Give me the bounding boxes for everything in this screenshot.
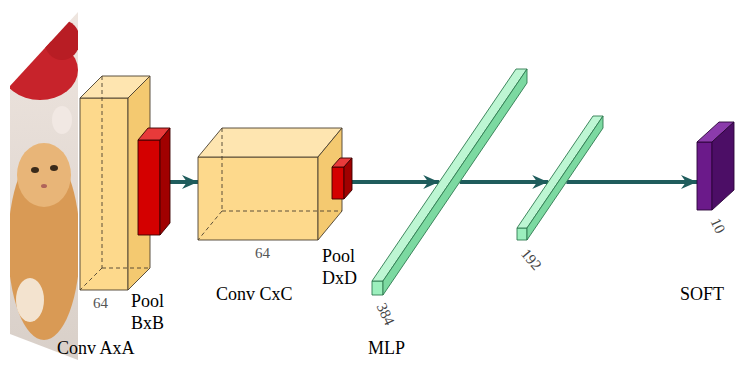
box-face <box>517 116 603 228</box>
data-flow-arrow <box>170 180 198 184</box>
channel-count: 64 <box>93 294 108 312</box>
box-face <box>712 122 734 210</box>
data-flow-arrow <box>566 180 697 184</box>
red-hat <box>44 20 80 60</box>
pool-layer: Pool BxB <box>138 128 170 235</box>
cat-photo <box>0 0 90 369</box>
layer-shape <box>138 128 170 235</box>
cat-nose <box>41 184 47 188</box>
layer-label: Pool DxD <box>322 246 357 289</box>
conv-layer: 64Conv CxC <box>198 128 342 240</box>
unit-count: 192 <box>517 245 545 274</box>
data-flow-arrow <box>352 180 439 184</box>
layer-shape <box>198 128 342 240</box>
box-face <box>517 228 527 240</box>
data-flow-arrow <box>460 180 548 184</box>
photo-ground <box>0 0 90 369</box>
box-face <box>372 281 383 295</box>
layer-shape <box>697 122 734 210</box>
unit-count: 10 <box>707 215 730 236</box>
hidden-edge <box>102 76 103 268</box>
section-label: MLP <box>368 338 405 360</box>
layer-label: Pool BxB <box>131 291 164 334</box>
box-face <box>332 167 344 199</box>
box-face <box>383 69 527 295</box>
hidden-edge <box>222 128 223 211</box>
box-face <box>344 158 352 199</box>
hidden-edge <box>80 268 102 290</box>
cat-eye <box>31 167 39 173</box>
photo-highlight <box>52 106 72 134</box>
pool-layer: Pool DxD <box>332 158 352 199</box>
layer-label: Conv CxC <box>216 284 293 306</box>
dense-layer: 384 <box>372 69 527 295</box>
dense-layer: 192 <box>517 116 603 240</box>
channel-count: 64 <box>255 244 270 262</box>
cat-face <box>17 143 71 207</box>
cat-paw <box>16 278 44 322</box>
layer-shape <box>517 116 603 240</box>
box-face <box>198 157 318 240</box>
cat-eye <box>50 165 58 171</box>
softmax-layer: 10SOFT <box>697 122 734 210</box>
hidden-edge <box>198 211 222 240</box>
box-face <box>372 69 527 281</box>
box-face <box>160 128 170 235</box>
box-face <box>138 140 160 235</box>
unit-count: 384 <box>373 300 399 328</box>
layer-label: Conv AxA <box>57 338 135 360</box>
box-face <box>198 128 342 157</box>
layer-shape <box>332 158 352 199</box>
layer-label: SOFT <box>680 284 724 306</box>
hidden-edge <box>222 211 342 212</box>
layer-shape <box>372 69 527 295</box>
box-face <box>697 142 712 210</box>
box-face <box>80 98 128 290</box>
box-face <box>527 116 603 240</box>
hidden-edge <box>102 268 150 269</box>
